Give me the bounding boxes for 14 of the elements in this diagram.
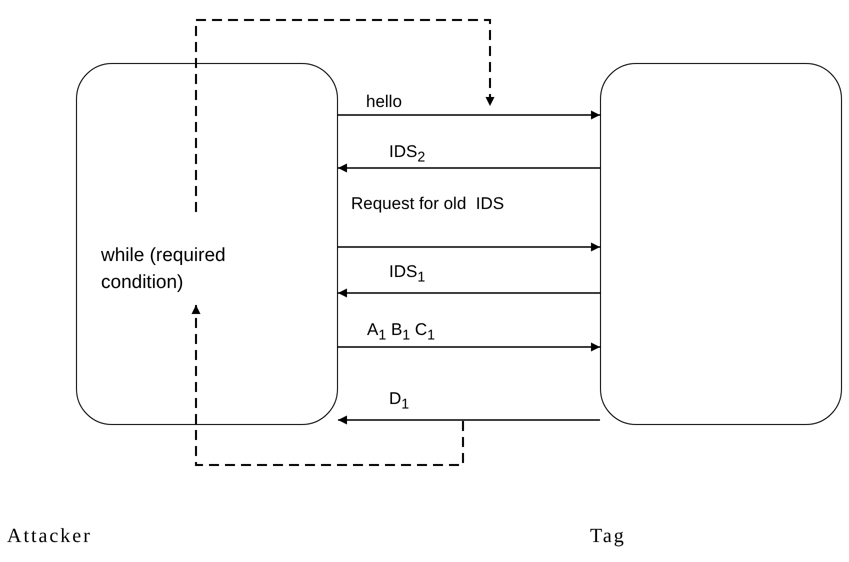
node-text: while (required condition): [101, 244, 227, 295]
rounded-box: [76, 63, 338, 425]
arrow: [338, 342, 600, 352]
caption-text: Tag: [590, 525, 626, 548]
arrow: [338, 416, 600, 424]
dashed-loop-arrow: [195, 19, 494, 212]
dashed-loop-arrow: [192, 305, 464, 466]
edge-label: Request for old IDS: [350, 194, 506, 214]
arrow: [338, 242, 600, 252]
arrow: [338, 288, 600, 298]
caption-text: Attacker: [7, 525, 92, 548]
arrow: [338, 164, 600, 172]
rounded-box: [600, 63, 842, 425]
arrow: [338, 110, 600, 120]
